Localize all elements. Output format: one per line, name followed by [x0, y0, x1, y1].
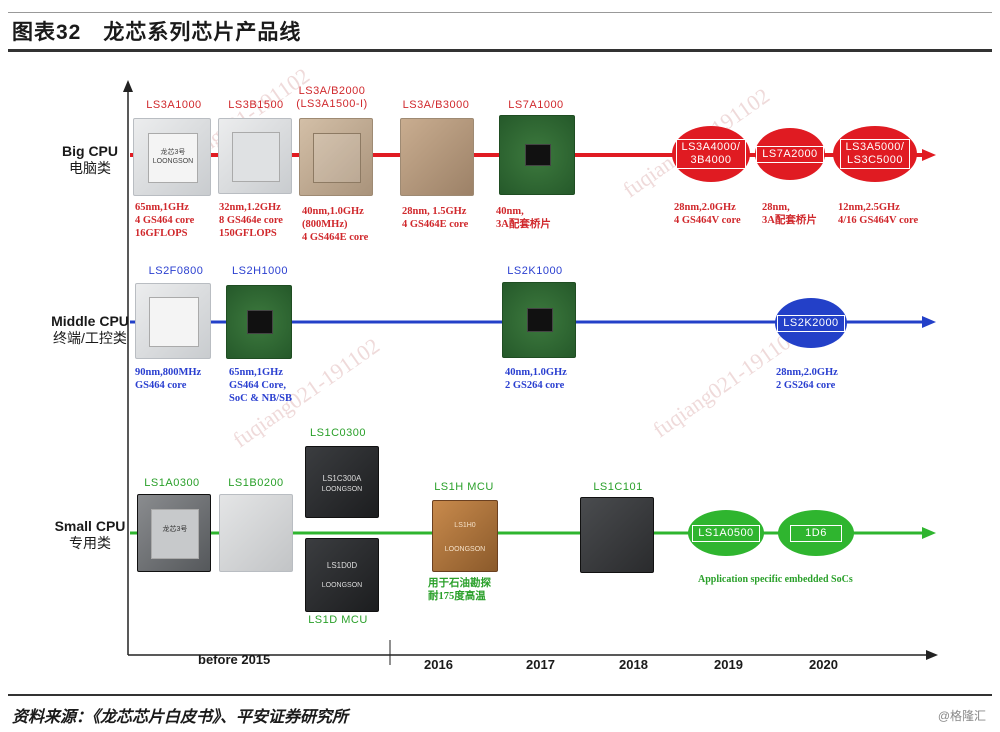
chip-label-ls7a1000: LS7A1000 [508, 99, 564, 111]
chip-label-ls2f0800: LS2F0800 [148, 265, 204, 277]
chip-label-ls1h-mcu: LS1H MCU [434, 481, 494, 493]
chip-image-ls1d: LS1D0D LOONGSON [305, 538, 379, 612]
chip-image-ls3b1500 [218, 118, 292, 194]
chip-label-ls2k1000: LS2K1000 [507, 265, 563, 277]
year-label: before 2015 [198, 652, 271, 667]
watermark-credit: @格隆汇 [937, 709, 986, 723]
footer-bar [8, 694, 992, 726]
chip-image-ls1c101 [580, 497, 654, 573]
oval-1d6: 1D6 [778, 510, 854, 556]
chip-image-ls2h1000 [226, 285, 292, 359]
year-label: 2019 [714, 657, 743, 672]
chip-image-ls1h: LS1H0 LOONGSON [432, 500, 498, 572]
big-cpu-arrow [922, 149, 936, 161]
chip-image-ls3ab3000 [400, 118, 474, 196]
chip-image-ls1c0300: LS1C300A LOONGSON [305, 446, 379, 518]
oval-ls3a5000: LS3A5000/LS3C5000 [833, 126, 917, 182]
chip-label-ls3ab2000: LS3A/B2000(LS3A1500-I) [296, 85, 368, 110]
chip-label-ls3ab3000: LS3A/B3000 [402, 99, 470, 111]
small-cpu-arrow [922, 527, 936, 539]
chip-spec-ls3ab2000: 40nm,1.0GHz(800MHz)4 GS464E core [302, 206, 369, 243]
oval-ls3a4000: LS3A4000/3B4000 [672, 126, 750, 182]
y-axis-arrow [123, 80, 133, 92]
oval-ls2k2000: LS2K2000 [775, 298, 847, 348]
chip-label-ls1a0300: LS1A0300 [144, 477, 200, 489]
year-label: 2018 [619, 657, 648, 672]
chip-image-ls2f0800 [135, 283, 211, 359]
chip-label-ls1c0300: LS1C0300 [310, 427, 366, 439]
chip-label-ls1c101: LS1C101 [593, 481, 643, 493]
chip-label-ls1d-mcu: LS1D MCU [308, 614, 368, 626]
chip-spec-ls7a1000: 40nm,3A配套桥片 [496, 206, 551, 230]
figure-title: 图表32 龙芯系列芯片产品线 [12, 21, 302, 44]
middle-cpu-arrow [922, 316, 936, 328]
oval-ls7a2000: LS7A2000 [755, 128, 825, 180]
chip-label-ls1b0200: LS1B0200 [228, 477, 284, 489]
chip-image-ls1b0200 [219, 494, 293, 572]
year-label: 2020 [809, 657, 838, 672]
chip-image-ls3a1000: 龙芯3号 LOONGSON [133, 118, 211, 196]
chip-image-ls3ab2000 [299, 118, 373, 196]
chip-label-ls3b1500: LS3B1500 [228, 99, 284, 111]
x-axis-arrow [926, 650, 938, 660]
small-cpu-note: Application specific embedded SoCs [698, 574, 853, 585]
chip-die [525, 144, 551, 166]
chip-heatspreader: 龙芯3号 [150, 508, 200, 560]
oval-ls1a0500: LS1A0500 [688, 510, 764, 556]
chip-die [527, 308, 553, 332]
source-note: 资料来源：《龙芯芯片白皮书》、平安证券研究所 [12, 709, 349, 726]
chip-spec-ls1h: 用于石油勘探耐175度高温 [428, 578, 491, 602]
chip-image-ls1a0300: 龙芯3号 [137, 494, 211, 572]
chip-die [247, 310, 273, 334]
chip-label-ls2h1000: LS2H1000 [232, 265, 288, 277]
chip-heatspreader [231, 132, 281, 182]
chip-heatspreader [312, 132, 362, 184]
chip-label-ls3a1000: LS3A1000 [146, 99, 202, 111]
title-bar [8, 12, 992, 52]
chip-image-ls2k1000 [502, 282, 576, 358]
chip-spec-ls7a2000: 28nm,3A配套桥片 [762, 202, 817, 226]
chip-image-ls7a1000 [499, 115, 575, 195]
year-label: 2017 [526, 657, 555, 672]
chip-heatspreader: 龙芯3号 LOONGSON [147, 132, 199, 184]
chip-heatspreader [149, 297, 199, 347]
year-label: 2016 [424, 657, 453, 672]
